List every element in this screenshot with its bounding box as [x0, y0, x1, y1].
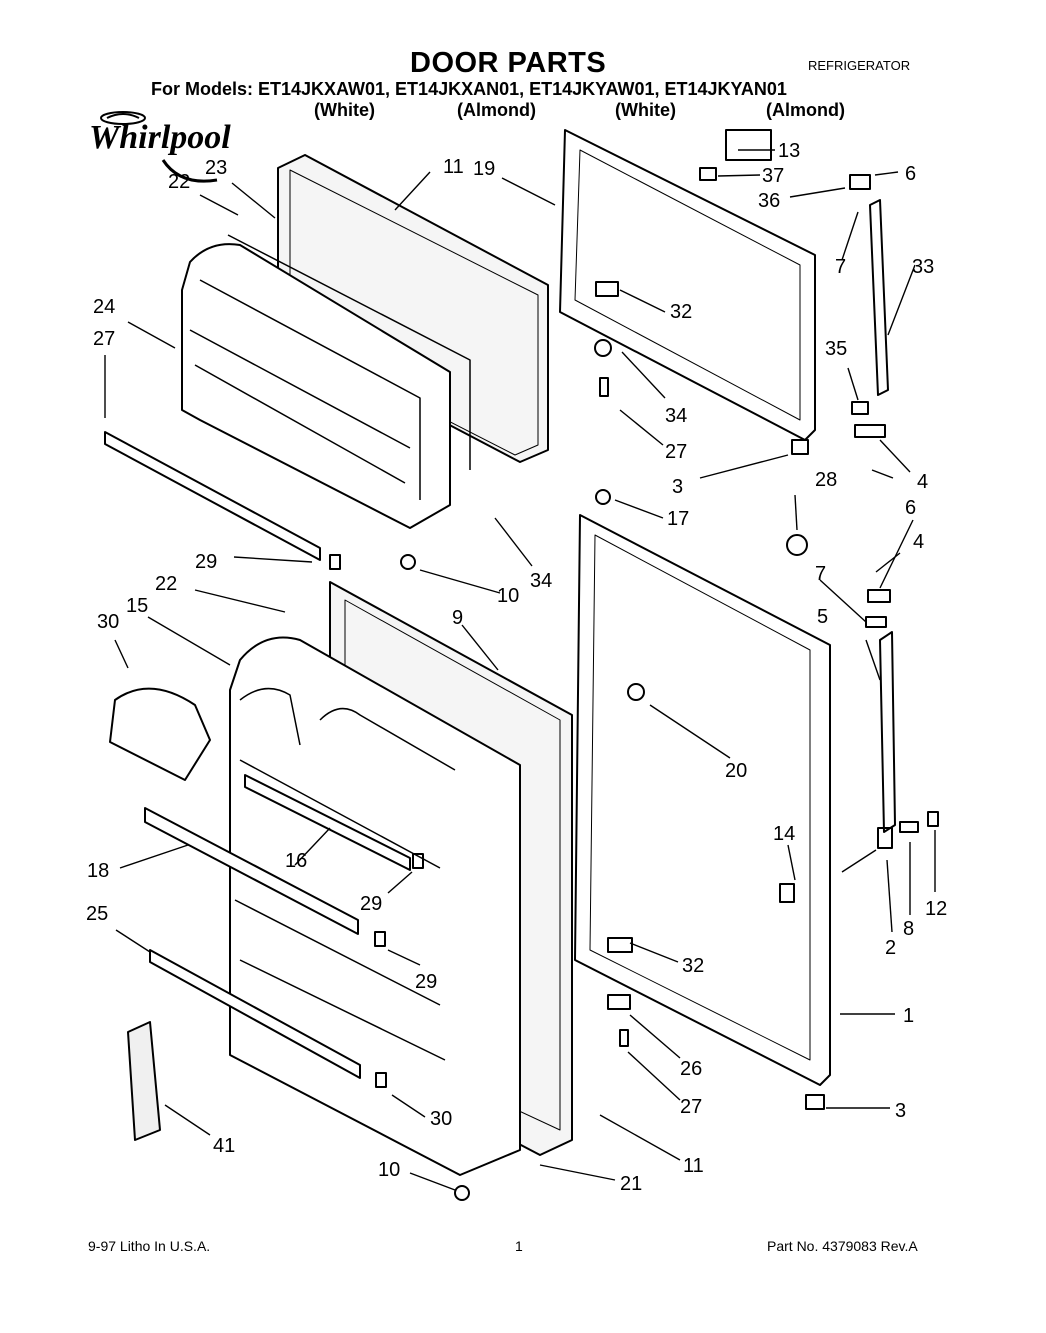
callout-36: 34: [665, 405, 687, 427]
model-color-label: (Almond): [766, 100, 845, 120]
footer-part-number: Part No. 4379083 Rev.A: [767, 1238, 918, 1254]
callout-3b: 3: [895, 1100, 906, 1122]
callout-2: 2: [885, 937, 896, 959]
callout-21: 21: [620, 1173, 642, 1195]
model-color-label: (Almond): [457, 100, 536, 120]
callout-29b: 29: [360, 893, 382, 915]
callout-27b: 27: [680, 1096, 702, 1118]
callout-18: 18: [87, 860, 109, 882]
freezer-door-rail: [104, 431, 321, 561]
callout-9: 9: [452, 607, 463, 629]
callout-25: 25: [86, 903, 108, 925]
callout-35: 35: [825, 338, 847, 360]
callout-8: 8: [903, 918, 914, 940]
butter-compartment: [109, 687, 211, 781]
callout-29c: 29: [415, 971, 437, 993]
freezer-insulation-panel: [277, 154, 549, 463]
callout-5: 5: [817, 606, 828, 628]
callout-32: 32: [670, 301, 692, 323]
page-title: DOOR PARTS: [410, 47, 607, 79]
callout-29: 29: [195, 551, 217, 573]
callout-19: 19: [473, 158, 495, 180]
callout-11b: 11: [683, 1155, 704, 1177]
part-callouts: 13 37 36 6 11 19 23 22 7 33 24 27 32 35 …: [86, 140, 947, 1195]
callout-23: 23: [205, 157, 227, 179]
model-numbers: For Models: ET14JKXAW01, ET14JKXAN01, ET…: [151, 79, 787, 99]
callout-32b: 32: [682, 955, 704, 977]
label-plate: [725, 129, 772, 161]
callout-15: 15: [126, 595, 148, 617]
callout-6: 6: [905, 163, 916, 185]
deodorizer-block: [127, 1021, 161, 1141]
callout-3: 3: [672, 476, 683, 498]
callout-4b: 4: [913, 531, 924, 553]
callout-30: 30: [430, 1108, 452, 1130]
callout-7: 7: [835, 256, 846, 278]
callout-20: 20: [725, 760, 747, 782]
appliance-category: REFRIGERATOR: [808, 58, 911, 73]
callout-40: 37: [762, 165, 784, 187]
refrigerator-handle: [879, 631, 896, 833]
callout-12: 12: [925, 898, 947, 920]
freezer-handle: [869, 199, 889, 396]
callout-31: 30: [97, 611, 119, 633]
plug: [627, 683, 645, 701]
callout-16: 16: [285, 850, 307, 872]
callout-28: 28: [815, 469, 837, 491]
callout-26: 26: [680, 1058, 702, 1080]
callout-37: 27: [93, 328, 115, 350]
callout-24: 24: [93, 296, 115, 318]
callout-33: 33: [912, 256, 934, 278]
callout-22b: 22: [155, 573, 177, 595]
door-shelf-bar: [144, 807, 359, 935]
callout-10: 10: [497, 585, 519, 607]
screw: [599, 377, 609, 397]
door-shelf-bar: [149, 949, 361, 1079]
callout-41: 41: [213, 1135, 235, 1157]
glide: [791, 439, 809, 455]
refrigerator-door-outer: [574, 514, 831, 1086]
footer-page-number: 1: [515, 1238, 523, 1254]
brand-logo-text: Whirlpool: [89, 119, 231, 156]
callout-4: 4: [917, 471, 928, 493]
callout-7b: 7: [815, 563, 826, 585]
callout-13: 13: [778, 140, 800, 162]
callout-1: 1: [903, 1005, 914, 1027]
callout-34: 34: [530, 570, 552, 592]
callout-17: 17: [667, 508, 689, 530]
freezer-door-outer: [559, 129, 816, 441]
model-color-label: (White): [615, 100, 676, 120]
footer-date-litho: 9-97 Litho In U.S.A.: [88, 1238, 211, 1254]
callout-39: 36: [758, 190, 780, 212]
model-color-label: (White): [314, 100, 375, 120]
door-shelf-bar: [244, 774, 411, 871]
callout-14: 14: [773, 823, 795, 845]
freezer-door-liner: [181, 243, 451, 529]
brand-logo: Whirlpool: [89, 111, 231, 183]
callout-27: 27: [665, 441, 687, 463]
callout-10b: 10: [378, 1159, 400, 1181]
callout-6b: 6: [905, 497, 916, 519]
hinge-bracket: [595, 281, 619, 297]
callout-22: 22: [168, 171, 190, 193]
hinge-pin: [594, 339, 612, 357]
callout-11: 11: [443, 156, 464, 178]
